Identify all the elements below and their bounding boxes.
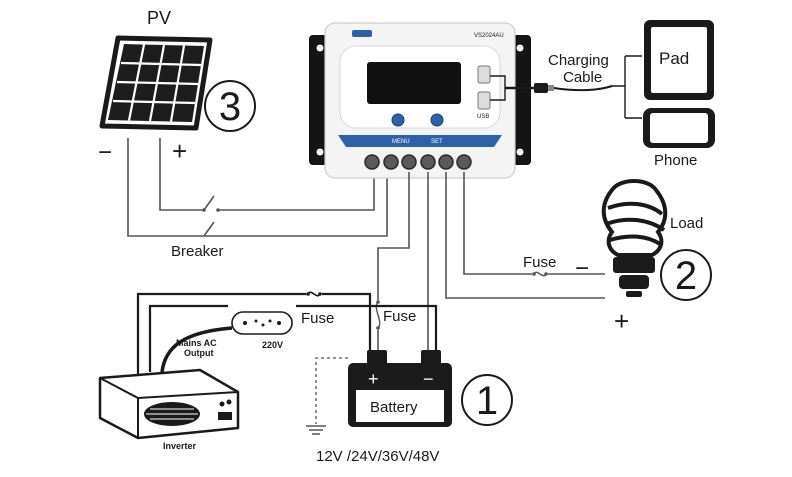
- pv-negative-wire: [127, 138, 388, 237]
- inverter-positive-wire-b: [322, 292, 372, 350]
- controller-model-label: VS2024AU: [474, 33, 504, 39]
- inverter-fuse-label: Fuse: [301, 310, 334, 327]
- load-bulb-icon: [601, 179, 668, 297]
- controller-menu-label: MENU: [392, 139, 410, 145]
- controller-terminals: [364, 154, 472, 170]
- device-branch-lines: [612, 55, 642, 119]
- outlet-voltage-label: 220V: [262, 340, 283, 350]
- controller-screen: [367, 62, 461, 104]
- phone-device-icon: [643, 108, 715, 148]
- pv-minus-label: −: [98, 139, 112, 166]
- callout-3-number: 3: [219, 85, 241, 129]
- charging-cable-label-line2: Cable: [563, 69, 602, 86]
- battery-fuse-icon: [375, 300, 381, 330]
- load-plus-label: +: [614, 306, 629, 336]
- breaker-switch-icon: [202, 195, 220, 237]
- charging-cable: [490, 75, 613, 101]
- callout-1: 1: [461, 374, 513, 426]
- load-positive-wire: [445, 172, 605, 299]
- load-fuse-icon: [532, 271, 548, 277]
- ground-icon: [306, 425, 326, 435]
- inverter-fuse-icon: [306, 291, 322, 297]
- load-fuse-label: Fuse: [523, 254, 556, 271]
- usb-port-icon: [477, 65, 491, 84]
- callout-3: 3: [204, 80, 256, 132]
- pv-plus-label: +: [172, 136, 187, 166]
- load-negative-wire-a: [463, 172, 532, 275]
- battery-fuse-label: Fuse: [383, 308, 416, 325]
- charge-controller: MENU SET USB VS2024AU: [309, 22, 531, 179]
- load-minus-label: −: [575, 255, 589, 282]
- callout-1-number: 1: [476, 379, 498, 423]
- inverter-icon: [98, 368, 240, 440]
- breaker-label: Breaker: [171, 243, 224, 260]
- battery-voltages-label: 12V /24V/36V/48V: [316, 448, 439, 465]
- battery-positive-wire-a: [377, 172, 410, 300]
- outlet-icon: [231, 311, 293, 335]
- callout-2-number: 2: [675, 254, 697, 298]
- controller-blue-band: [338, 135, 502, 147]
- controller-logo-icon: [352, 30, 372, 37]
- pv-positive-wire-b: [218, 172, 375, 211]
- pad-device-icon: [644, 20, 714, 100]
- charging-cable-label-line1: Charging: [548, 52, 609, 69]
- inverter-label: Inverter: [163, 441, 197, 451]
- controller-set-label: SET: [431, 139, 443, 145]
- mains-output-cable: [160, 326, 233, 373]
- usb-port-icon: [477, 91, 491, 110]
- battery-plus-label: +: [368, 369, 379, 389]
- controller-set-button: [430, 113, 444, 127]
- pv-positive-wire-a: [159, 138, 204, 211]
- pv-label: PV: [147, 8, 171, 28]
- mains-ac-label-line1: Mains AC: [176, 338, 217, 348]
- inverter-negative-wire: [148, 304, 438, 372]
- controller-menu-button: [391, 113, 405, 127]
- controller-usb-label: USB: [477, 114, 489, 120]
- phone-label: Phone: [654, 152, 697, 169]
- mains-ac-label-line2: Output: [184, 348, 214, 358]
- battery-label: Battery: [370, 399, 418, 416]
- battery-icon: [348, 350, 452, 427]
- pv-panel: [99, 35, 213, 131]
- inverter-positive-wire-a: [136, 292, 306, 378]
- pad-label: Pad: [659, 49, 689, 68]
- ground-wire: [315, 357, 348, 424]
- callout-2: 2: [660, 249, 712, 301]
- load-label: Load: [670, 215, 703, 232]
- battery-minus-label: −: [423, 369, 434, 389]
